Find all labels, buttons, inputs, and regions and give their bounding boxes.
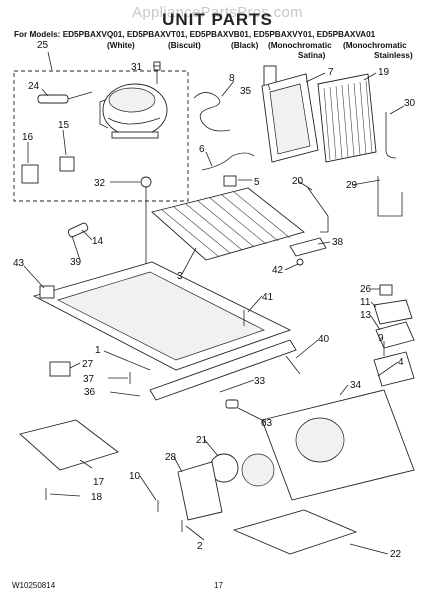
callout: 4 (398, 357, 404, 368)
callout: 42 (272, 265, 284, 276)
model-variant: (Monochromatic (268, 41, 332, 50)
callout: 36 (84, 387, 96, 398)
compressor-part (99, 83, 168, 139)
callout: 29 (346, 180, 358, 191)
overload-part (59, 156, 75, 172)
cover-part-11 (373, 299, 413, 325)
callout: 27 (82, 359, 94, 370)
model-variant: (Black) (231, 41, 259, 50)
callout: 6 (199, 144, 205, 155)
model-number: ED5PBAXVY01, (253, 30, 315, 39)
model-variant: (Biscuit) (168, 41, 201, 50)
callout: 40 (318, 334, 330, 345)
pad-part (49, 361, 71, 377)
callout: 28 (165, 452, 177, 463)
tray-part-22 (232, 509, 358, 555)
page-number: 17 (214, 581, 223, 590)
part-63 (225, 399, 239, 409)
fan-motor-part (177, 453, 275, 521)
model-variant-sub: Stainless) (374, 51, 413, 60)
grommet-part (140, 176, 152, 188)
callout: 35 (240, 86, 252, 97)
callout: 37 (83, 374, 95, 385)
callout: 41 (262, 292, 274, 303)
mount-bolt-part (153, 61, 161, 84)
tube-part-30 (385, 112, 397, 159)
bracket-part-20 (307, 187, 329, 233)
page-title: UNIT PARTS (162, 10, 273, 29)
relay-part (21, 164, 39, 184)
box-part-9 (373, 351, 415, 387)
model-variant: (White) (107, 41, 135, 50)
model-number: ED5PBAXVB01, (189, 30, 252, 39)
compressor-group-box (13, 70, 189, 202)
clip-part (223, 175, 237, 187)
callout: 14 (92, 236, 104, 247)
shroud-part (261, 73, 319, 163)
leader-lines (23, 51, 405, 555)
start-device-part (37, 91, 93, 104)
callout: 9 (378, 333, 384, 344)
screw-part-40 (285, 355, 301, 375)
callout: 63 (261, 418, 273, 429)
callout: 38 (332, 237, 344, 248)
callout: 26 (360, 284, 372, 295)
callout: 1 (95, 345, 101, 356)
callout: 19 (378, 67, 390, 78)
tubing-part (193, 92, 231, 132)
callout: 22 (390, 549, 402, 560)
callout: 5 (254, 177, 260, 188)
callout: 34 (350, 380, 362, 391)
callout: 8 (229, 73, 235, 84)
board-part-13 (375, 321, 415, 349)
drain-pan-part (19, 419, 119, 471)
part-26 (379, 284, 393, 296)
bracket-part-29 (377, 176, 403, 217)
callout: 7 (328, 67, 334, 78)
callout: 30 (404, 98, 416, 109)
models-prefix: For Models: (14, 30, 61, 39)
callout: 43 (13, 258, 25, 269)
callout: 17 (93, 477, 105, 488)
callout: 10 (129, 471, 141, 482)
machine-compartment-part (261, 389, 415, 501)
callout: 21 (196, 435, 208, 446)
tube-part-14 (67, 222, 89, 238)
bracket-part-38 (289, 237, 327, 257)
callout: 31 (131, 62, 143, 73)
callout: 13 (360, 310, 372, 321)
callout: 39 (70, 257, 82, 268)
callout: 3 (177, 271, 183, 282)
callout: 20 (292, 176, 304, 187)
document-number: W10250814 (12, 581, 56, 590)
callout: 25 (37, 40, 49, 51)
evaporator-part (151, 187, 305, 261)
model-variant: (Monochromatic (343, 41, 407, 50)
model-number: ED5PBAXVQ01, (62, 30, 125, 39)
callout: 2 (197, 541, 203, 552)
model-variant-sub: Satina) (298, 51, 326, 60)
tube-part-6 (201, 152, 255, 171)
callout: 18 (91, 492, 103, 503)
callout: 24 (28, 81, 40, 92)
model-number: ED5PBAXVT01, (126, 30, 188, 39)
condenser-coil-part (317, 73, 377, 163)
callout: 33 (254, 376, 266, 387)
site-watermark: AppliancePartsPros.com (132, 4, 303, 21)
rail-part (149, 339, 297, 401)
models-line: For Models: ED5PBAXVQ01, ED5PBAXVT01, ED… (14, 30, 375, 39)
callout-labels: 25 31 8 35 7 19 24 30 16 15 6 5 32 20 29… (13, 40, 416, 560)
model-number: ED5PBAXVA01 (316, 30, 376, 39)
base-frame-part (32, 261, 292, 371)
callout: 16 (22, 132, 34, 143)
callout: 15 (58, 120, 70, 131)
callout: 32 (94, 178, 106, 189)
screw-part-42 (296, 258, 304, 266)
callout: 11 (360, 297, 371, 308)
